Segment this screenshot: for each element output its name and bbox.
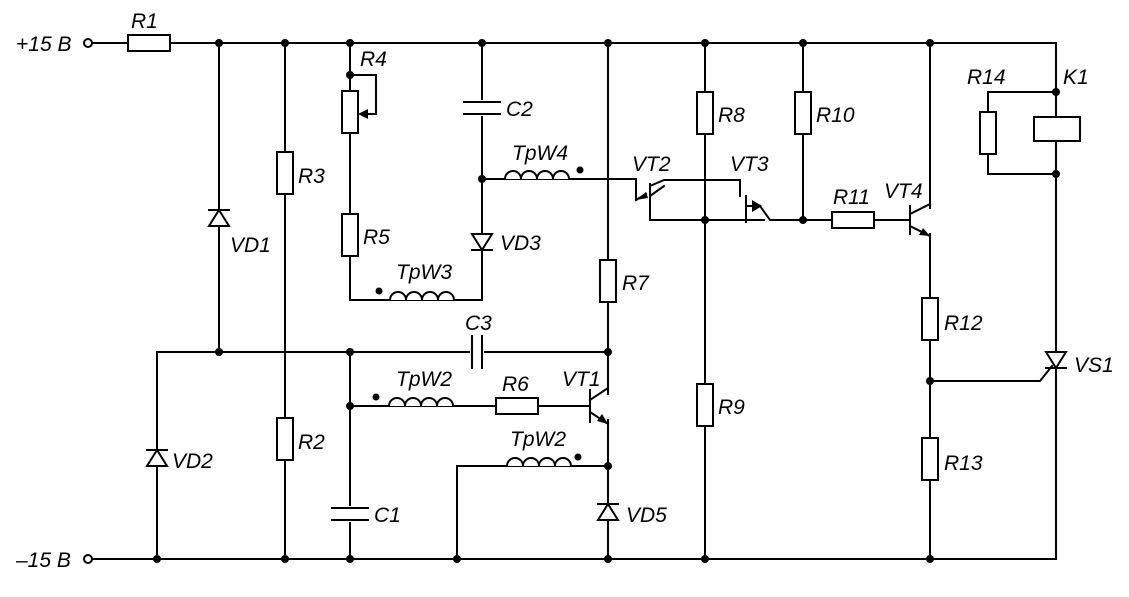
svg-text:C2: C2: [506, 98, 533, 121]
svg-text:VT1: VT1: [562, 368, 601, 391]
svg-text:TpW2: TpW2: [396, 368, 452, 391]
resistor-r14: R14: [967, 66, 1006, 175]
terminal-plus-label: +15 В: [16, 33, 71, 56]
resistor-r9: R9: [696, 383, 745, 427]
svg-text:VD1: VD1: [230, 234, 271, 257]
resistor-r10: R10: [794, 91, 855, 135]
svg-text:VS1: VS1: [1074, 354, 1114, 377]
capacitor-c3: C3: [465, 312, 492, 370]
svg-text:C3: C3: [465, 312, 492, 335]
capacitor-c2: C2: [463, 98, 533, 121]
resistor-r1: R1: [127, 10, 171, 52]
svg-text:R7: R7: [622, 272, 650, 295]
resistor-r12: R12: [921, 297, 983, 341]
diode-vd2: VD2: [145, 448, 213, 473]
svg-text:K1: K1: [1063, 66, 1089, 89]
resistor-r4: R4: [341, 48, 387, 134]
resistor-r5: R5: [341, 213, 390, 257]
transistor-vt1: VT1: [562, 368, 610, 426]
transistor-vt2: VT2: [632, 153, 671, 213]
svg-text:R11: R11: [833, 186, 870, 209]
relay-k1: K1: [1033, 66, 1089, 142]
winding-tpw3: TpW3: [375, 261, 455, 301]
svg-text:R12: R12: [944, 312, 983, 335]
transistor-vt4: VT4: [884, 180, 932, 238]
svg-text:TpW3: TpW3: [396, 261, 452, 284]
winding-tpw4: TpW4: [504, 142, 584, 180]
diode-vd5: VD5: [596, 502, 667, 527]
svg-text:VD5: VD5: [626, 504, 667, 527]
terminal-plus: +15 В: [16, 33, 93, 56]
svg-text:R8: R8: [718, 104, 745, 127]
svg-text:R6: R6: [502, 373, 529, 396]
svg-text:VT3: VT3: [730, 153, 769, 176]
resistor-r6: R6: [495, 373, 539, 415]
resistor-r13: R13: [921, 437, 983, 481]
resistor-r3: R3: [276, 151, 325, 195]
winding-tpw2-lower: TpW2: [506, 428, 582, 467]
svg-text:R3: R3: [298, 165, 325, 188]
svg-text:C1: C1: [374, 504, 401, 527]
diode-vd3: VD3: [470, 232, 541, 255]
winding-tpw2-upper: TpW2: [372, 368, 454, 407]
terminal-minus: –15 В: [15, 549, 93, 572]
diode-vd1: VD1: [207, 208, 271, 257]
svg-text:R9: R9: [718, 396, 745, 419]
thyristor-vs1: VS1: [1044, 351, 1114, 377]
svg-text:TpW4: TpW4: [512, 142, 568, 165]
resistor-r8: R8: [696, 91, 745, 135]
svg-text:R2: R2: [298, 431, 325, 454]
svg-text:TpW2: TpW2: [510, 428, 566, 451]
svg-text:R4: R4: [360, 48, 387, 71]
transistor-vt3: VT3: [730, 153, 769, 223]
svg-text:R14: R14: [967, 66, 1006, 89]
junctions: [153, 39, 1060, 563]
svg-text:VD2: VD2: [172, 450, 213, 473]
svg-text:R1: R1: [131, 10, 158, 33]
svg-text:VT2: VT2: [632, 153, 671, 176]
resistor-r2: R2: [276, 417, 325, 461]
svg-text:R5: R5: [363, 226, 390, 249]
svg-text:VT4: VT4: [884, 180, 923, 203]
svg-text:VD3: VD3: [500, 232, 541, 255]
wires: [91, 42, 1057, 560]
resistor-r11: R11: [831, 186, 875, 229]
capacitor-c1: C1: [331, 504, 401, 527]
resistor-r7: R7: [599, 259, 650, 303]
terminal-minus-label: –15 В: [15, 549, 71, 572]
svg-text:R10: R10: [816, 104, 855, 127]
svg-text:R13: R13: [944, 452, 983, 475]
